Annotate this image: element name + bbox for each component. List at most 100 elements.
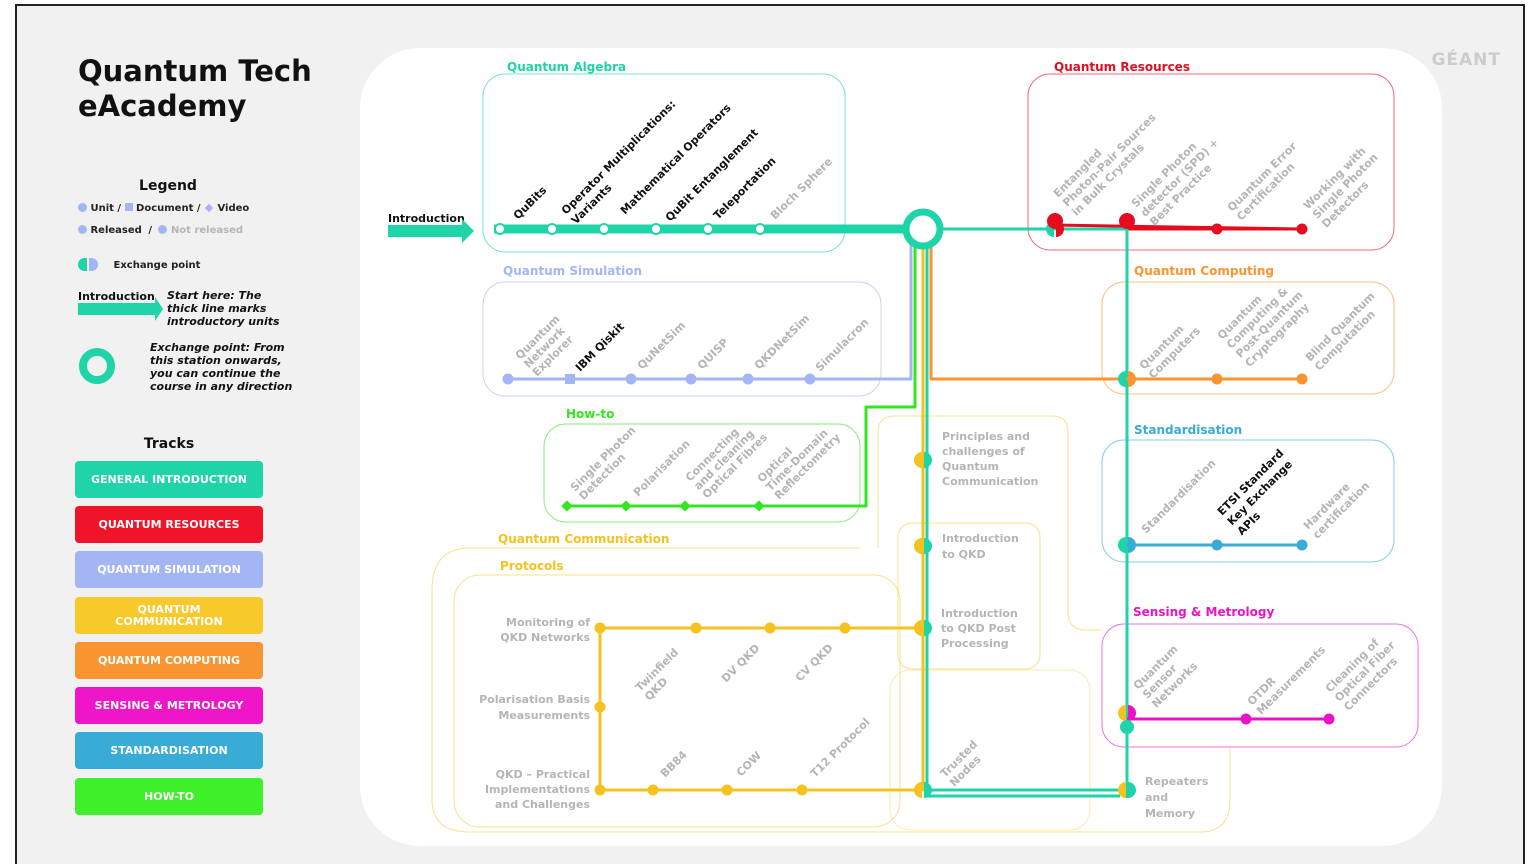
legend-video: Video: [217, 203, 250, 214]
sensing-box: [1101, 623, 1419, 748]
station-dot: [1047, 213, 1063, 229]
video-diamond-icon: [753, 500, 765, 512]
exchange-point-icon: [1128, 371, 1136, 387]
legend-exchange-row: Exchange point: [78, 258, 200, 271]
legend-exchange-desc: you can continue the: [150, 367, 281, 380]
station-dot: [598, 223, 610, 235]
track-button[interactable]: QUANTUM COMMUNICATION: [75, 597, 263, 634]
section-standardisation-title: Standardisation: [1134, 423, 1242, 437]
legend-unit: Unit /: [90, 203, 122, 214]
track-button[interactable]: GENERAL INTRODUCTION: [75, 461, 263, 498]
howto-box: [543, 423, 861, 523]
station-label: QuantumComputers: [1137, 315, 1203, 381]
protocols-box: [453, 574, 901, 828]
unreleased-dot-icon: [158, 225, 168, 234]
station-dot: [625, 373, 637, 385]
track-button[interactable]: QUANTUM RESOURCES: [75, 506, 263, 543]
station-label: Bloch Sphere: [768, 155, 835, 222]
video-diamond-icon: [679, 500, 691, 512]
station-label: QuNetSim: [635, 319, 688, 372]
intro-arrow-label: Introduction: [388, 212, 465, 225]
station-dot: [839, 622, 851, 634]
station-label: ETSI StandardKey ExchangeAPIs: [1215, 447, 1306, 538]
computing-line: [929, 229, 1302, 381]
howto-line: [567, 229, 917, 508]
track-button[interactable]: SENSING & METROLOGY: [75, 687, 263, 724]
station-dot: [546, 223, 558, 235]
exchange-half-icon: [78, 258, 87, 271]
section-howto-title: How-to: [566, 407, 614, 421]
legend-exchange: Exchange point: [113, 260, 201, 271]
exchange-point-icon: [1118, 537, 1126, 553]
station-dot: [796, 784, 808, 796]
station-dot: [1211, 539, 1223, 551]
exchange-point-icon: [914, 538, 922, 554]
exchange-point-icon: [1118, 782, 1126, 798]
station-label: Standardisation: [1139, 457, 1218, 536]
section-protocols-title: Protocols: [500, 559, 564, 573]
station-label: QuBit Entanglement: [663, 126, 761, 224]
exchange-point-icon: [1128, 705, 1136, 721]
legend-intro-desc: thick line marks: [167, 302, 267, 315]
station-dot: [721, 784, 733, 796]
legend-document: Document /: [136, 203, 201, 214]
exchange-point-icon: [924, 782, 932, 798]
legend-intro-desc: Start here: The: [167, 289, 262, 302]
intro-down-line: [925, 229, 1120, 792]
exchange-point-icon: [1118, 705, 1126, 721]
station-dot: [685, 373, 697, 385]
title-line-1: Quantum Tech: [78, 54, 312, 88]
section-simulation-title: Quantum Simulation: [503, 264, 642, 278]
station-dot: [1119, 213, 1135, 229]
geant-logo: GÉANT: [1431, 50, 1501, 70]
station-label: Simulacron: [813, 316, 871, 374]
station-dot: [742, 373, 754, 385]
released-dot-icon: [78, 225, 87, 234]
station-label: Single Photondetector (SPD) +Best Practi…: [1129, 127, 1231, 229]
station-dot: [1211, 223, 1223, 235]
section-resources-title: Quantum Resources: [1054, 60, 1190, 74]
track-button[interactable]: QUANTUM SIMULATION: [75, 551, 263, 588]
legend-type-row: Unit / Document / Video: [78, 203, 249, 214]
communication-line: [916, 229, 925, 792]
track-button[interactable]: HOW-TO: [75, 778, 263, 815]
track-button[interactable]: STANDARDISATION: [75, 732, 263, 769]
track-button[interactable]: QUANTUM COMPUTING: [75, 642, 263, 679]
exchange-point-icon: [1128, 537, 1136, 553]
station-label: QuantumComputing &Post-QuantumCryptograp…: [1215, 270, 1315, 370]
station-label: Polarisation: [631, 437, 693, 499]
exchange-point-icon: [914, 620, 922, 636]
tracks-heading: Tracks: [143, 436, 195, 452]
exchange-point-icon: [924, 452, 932, 468]
station-label: Cleaning ofOptical FiberConnectors: [1323, 629, 1407, 713]
intro-branch-line: [923, 227, 1129, 798]
exchange-point-icon: [1128, 782, 1136, 798]
station-label: QuBits: [511, 184, 550, 223]
station-dot: [1323, 713, 1335, 725]
exchange-hub-icon: [902, 208, 944, 250]
legend-exchange-desc: Exchange point: From: [150, 341, 285, 354]
station-dot: [1296, 223, 1308, 235]
station-label: DV QKD: [719, 642, 762, 685]
document-square-icon: [565, 374, 575, 384]
exchange-point-icon: [924, 538, 932, 554]
station-dot: [647, 784, 659, 796]
station-dot: [594, 622, 606, 634]
intro-arrow-icon: [78, 297, 163, 321]
exchange-point-icon: [924, 620, 932, 636]
exchange-point-icon: [914, 782, 922, 798]
station-label: OTDRMeasurements: [1245, 634, 1329, 718]
station-label: QKDNetSim: [752, 312, 812, 372]
video-diamond-icon: [620, 500, 632, 512]
legend-intro-label: Introduction: [78, 290, 155, 303]
legend-slash: /: [148, 225, 152, 236]
station-dot: [702, 223, 714, 235]
section-computing-title: Quantum Computing: [1134, 264, 1274, 278]
